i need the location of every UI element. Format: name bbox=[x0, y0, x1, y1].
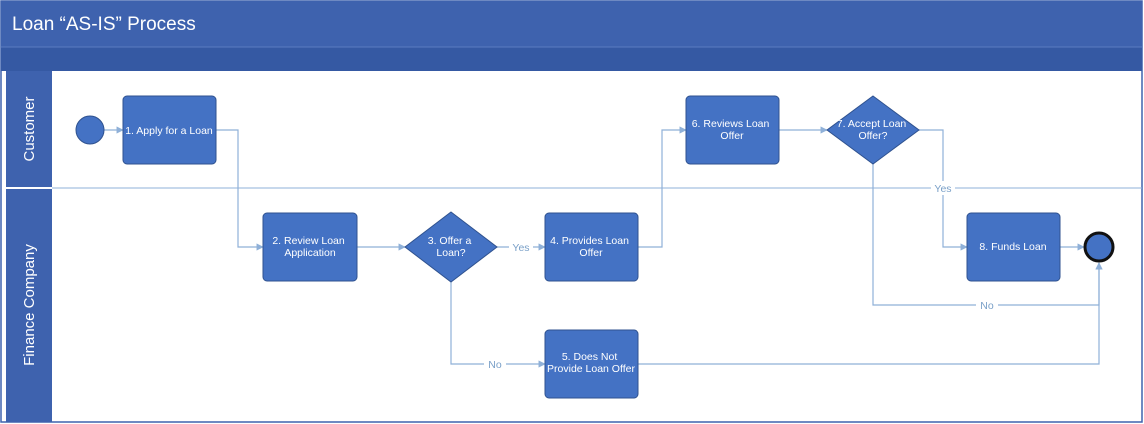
page-title: Loan “AS-IS” Process bbox=[12, 14, 196, 35]
lane-header-customer bbox=[6, 71, 52, 187]
node-apply-for-loan: 1. Apply for a Loan bbox=[122, 95, 217, 165]
svg-text:3. Offer a Loan?: 3. Offer a Loan? bbox=[428, 235, 475, 259]
node-label: 5. Does Not bbox=[562, 351, 618, 363]
node-label: Offer bbox=[720, 130, 744, 142]
node-label: 6. Reviews Loan bbox=[692, 118, 770, 130]
svg-text:1. Apply for a Loan: 1. Apply for a Loan bbox=[125, 125, 213, 137]
header-band bbox=[1, 47, 1142, 71]
node-funds-loan: 8. Funds Loan bbox=[966, 212, 1061, 282]
edge-label-no-offer: No bbox=[488, 359, 502, 371]
edge-provides-to-reviews-offer bbox=[638, 126, 687, 248]
lane-header-finance-company bbox=[6, 189, 52, 422]
node-reviews-loan-offer: 6. Reviews Loan Offer bbox=[685, 95, 780, 165]
node-label: Provide Loan Offer bbox=[547, 363, 635, 375]
node-label: 3. Offer a bbox=[428, 235, 472, 247]
edge-label-no-accept: No bbox=[980, 300, 994, 312]
svg-text:7. Accept Loan Offer?: 7. Accept Loan Offer? bbox=[837, 118, 909, 142]
svg-text:2. Review Loan Applicati: 2. Review Loan Application bbox=[272, 235, 347, 259]
node-label: 1. Apply for a Loan bbox=[125, 125, 213, 137]
lane-label-finance-company: Finance Company bbox=[21, 244, 38, 366]
node-offer-a-loan-decision: 3. Offer a Loan? bbox=[404, 211, 498, 283]
end-event bbox=[1083, 231, 1115, 263]
edge-label-yes-offer: Yes bbox=[512, 242, 529, 254]
node-label: Application bbox=[284, 247, 336, 259]
node-label: 7. Accept Loan bbox=[837, 118, 907, 130]
node-label: 4. Provides Loan bbox=[550, 235, 629, 247]
edge-label-yes-accept: Yes bbox=[934, 183, 951, 195]
title-bar bbox=[1, 1, 1142, 47]
lane-label-customer: Customer bbox=[21, 96, 38, 161]
node-label: 2. Review Loan bbox=[272, 235, 345, 247]
svg-text:8. Funds Loan: 8. Funds Loan bbox=[979, 241, 1046, 253]
edge-not-provide-to-end bbox=[638, 262, 1103, 365]
node-does-not-provide-loan-offer: 5. Does Not Provide Loan Offer bbox=[544, 329, 639, 399]
edge-offer-to-not-provide bbox=[450, 282, 546, 368]
node-label: 8. Funds Loan bbox=[979, 241, 1046, 253]
start-event bbox=[75, 115, 105, 145]
svg-text:4. Provides Loan Offer: 4. Provides Loan Offer bbox=[550, 235, 632, 259]
svg-text:6. Reviews Loan Offer: 6. Reviews Loan Offer bbox=[692, 118, 773, 142]
node-accept-loan-offer-decision: 7. Accept Loan Offer? bbox=[826, 95, 920, 165]
edge-apply-to-review bbox=[216, 129, 264, 251]
svg-text:5. Does Not Provide Loan: 5. Does Not Provide Loan Offer bbox=[547, 351, 635, 375]
node-provides-loan-offer: 4. Provides Loan Offer bbox=[544, 212, 639, 282]
node-review-loan-application: 2. Review Loan Application bbox=[262, 212, 358, 282]
node-label: Loan? bbox=[436, 247, 465, 259]
node-label: Offer? bbox=[859, 130, 888, 142]
node-label: Offer bbox=[579, 247, 603, 259]
